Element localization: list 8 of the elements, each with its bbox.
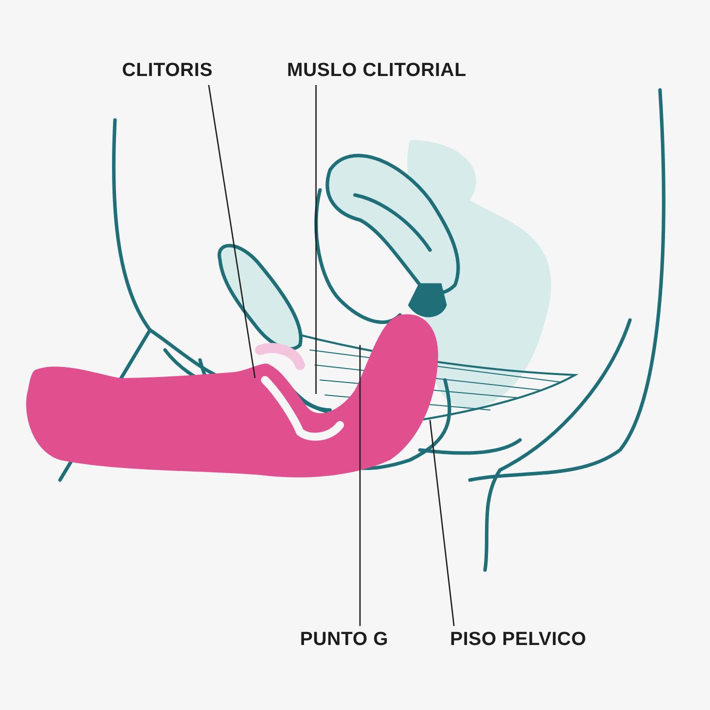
leader-line xyxy=(315,85,317,394)
part-label: CLITORIS xyxy=(122,60,213,81)
part-label: PUNTO G xyxy=(300,629,388,650)
leader-line xyxy=(208,84,256,378)
part-label: PISO PELVICO xyxy=(450,629,586,650)
part-label: MUSLO CLITORIAL xyxy=(287,60,466,81)
leader-line xyxy=(359,345,361,626)
leader-line xyxy=(429,420,455,626)
